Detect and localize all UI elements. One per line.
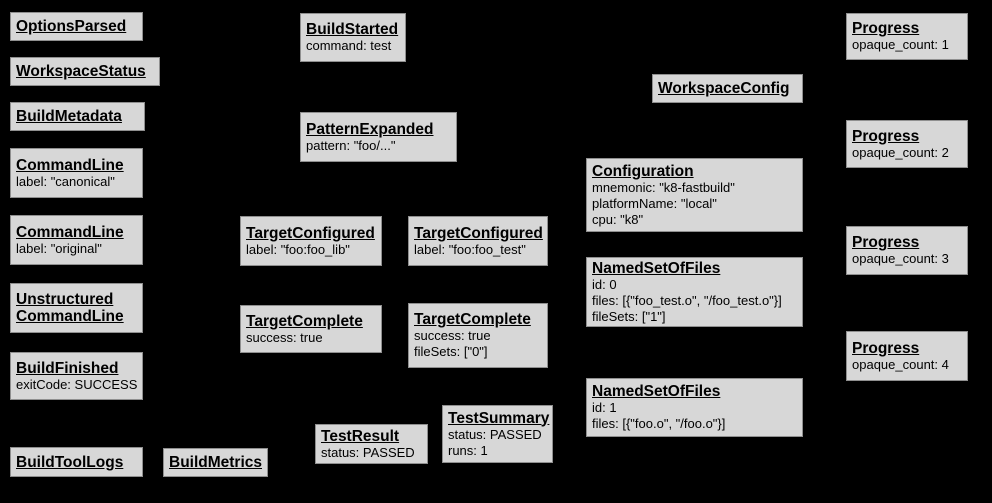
node-build-tool-logs: BuildToolLogs <box>10 447 143 477</box>
node-attr: status: PASSED <box>321 444 415 460</box>
node-attr: opaque_count: 2 <box>852 144 949 160</box>
node-title: WorkspaceConfig <box>658 80 790 97</box>
node-attr: fileSets: ["0"] <box>414 344 488 359</box>
node-title: Progress <box>852 234 920 251</box>
node-attr: command: test <box>306 38 392 53</box>
node-title: PatternExpanded <box>306 120 434 138</box>
node-attr: cpu: "k8" <box>592 211 644 227</box>
node-attr: opaque_count: 3 <box>852 251 949 266</box>
node-workspace-status: WorkspaceStatus <box>10 57 160 86</box>
node-title: Progress <box>852 20 920 37</box>
node-attr: status: PASSED <box>448 426 542 442</box>
node-attr: files: [{"foo_test.o", "/foo_test.o"}] <box>592 292 782 308</box>
node-title: CommandLine <box>16 156 124 174</box>
node-named-set-of-files-0: NamedSetOfFiles id: 0 files: [{"foo_test… <box>586 257 803 327</box>
node-attr: exitCode: SUCCESS <box>16 376 138 392</box>
node-attr: label: "foo:foo_test" <box>414 241 526 257</box>
node-attr: mnemonic: "k8-fastbuild" <box>592 179 735 195</box>
node-build-metrics: BuildMetrics <box>163 448 268 477</box>
node-options-parsed: OptionsParsed <box>10 12 143 41</box>
node-build-started: BuildStarted command: test <box>300 13 406 62</box>
node-title: BuildFinished <box>16 359 119 377</box>
node-progress-2: Progress opaque_count: 2 <box>846 120 968 168</box>
node-title: BuildMetrics <box>169 454 263 471</box>
node-target-complete-foo-lib: TargetComplete success: true <box>240 305 382 353</box>
node-title: OptionsParsed <box>16 18 127 35</box>
node-attr: success: true <box>414 328 491 343</box>
node-build-finished: BuildFinished exitCode: SUCCESS <box>10 352 143 400</box>
node-commandline-original: CommandLine label: "original" <box>10 215 143 265</box>
node-target-configured-foo-lib: TargetConfigured label: "foo:foo_lib" <box>240 216 382 266</box>
node-title: BuildStarted <box>306 21 399 38</box>
node-named-set-of-files-1: NamedSetOfFiles id: 1 files: [{"foo.o", … <box>586 378 803 437</box>
node-title: TestSummary <box>448 409 550 427</box>
node-unstructured-commandline: Unstructured CommandLine <box>10 283 143 333</box>
node-attr: files: [{"foo.o", "/foo.o"}] <box>592 416 726 431</box>
node-target-complete-foo-test: TargetComplete success: true fileSets: [… <box>408 303 548 368</box>
node-title: Progress <box>852 127 920 145</box>
node-attr: opaque_count: 1 <box>852 37 949 52</box>
node-attr: label: "canonical" <box>16 173 115 189</box>
node-title: CommandLine <box>16 223 124 241</box>
node-title: WorkspaceStatus <box>16 63 146 80</box>
node-progress-1: Progress opaque_count: 1 <box>846 13 968 60</box>
node-attr: fileSets: ["1"] <box>592 308 666 324</box>
node-title: BuildMetadata <box>16 108 122 125</box>
node-attr: opaque_count: 4 <box>852 356 949 372</box>
node-attr: runs: 1 <box>448 442 488 458</box>
node-title: TargetConfigured <box>414 224 543 242</box>
node-attr: id: 1 <box>592 400 617 415</box>
node-test-summary: TestSummary status: PASSED runs: 1 <box>442 405 553 463</box>
node-attr: pattern: "foo/..." <box>306 137 396 153</box>
node-test-result: TestResult status: PASSED <box>315 424 428 464</box>
node-progress-3: Progress opaque_count: 3 <box>846 226 968 275</box>
node-title: Configuration <box>592 162 694 180</box>
node-progress-4: Progress opaque_count: 4 <box>846 331 968 381</box>
node-pattern-expanded: PatternExpanded pattern: "foo/..." <box>300 112 457 162</box>
node-attr: label: "original" <box>16 240 102 256</box>
node-attr: label: "foo:foo_lib" <box>246 241 350 257</box>
node-title: NamedSetOfFiles <box>592 259 721 277</box>
node-title: NamedSetOfFiles <box>592 383 721 400</box>
node-attr: id: 0 <box>592 276 617 292</box>
node-target-configured-foo-test: TargetConfigured label: "foo:foo_test" <box>408 216 548 266</box>
node-commandline-canonical: CommandLine label: "canonical" <box>10 148 143 198</box>
node-workspace-config: WorkspaceConfig <box>652 74 803 103</box>
node-configuration: Configuration mnemonic: "k8-fastbuild" p… <box>586 158 803 232</box>
node-attr: success: true <box>246 329 323 345</box>
node-title: Unstructured CommandLine <box>16 291 124 325</box>
node-build-metadata: BuildMetadata <box>10 102 145 131</box>
node-title: TargetComplete <box>414 311 531 328</box>
node-attr: platformName: "local" <box>592 195 717 211</box>
node-title: Progress <box>852 339 920 357</box>
node-title: TargetConfigured <box>246 224 375 242</box>
node-title: TargetComplete <box>246 312 363 330</box>
node-title: BuildToolLogs <box>16 453 124 471</box>
node-title: TestResult <box>321 427 400 445</box>
